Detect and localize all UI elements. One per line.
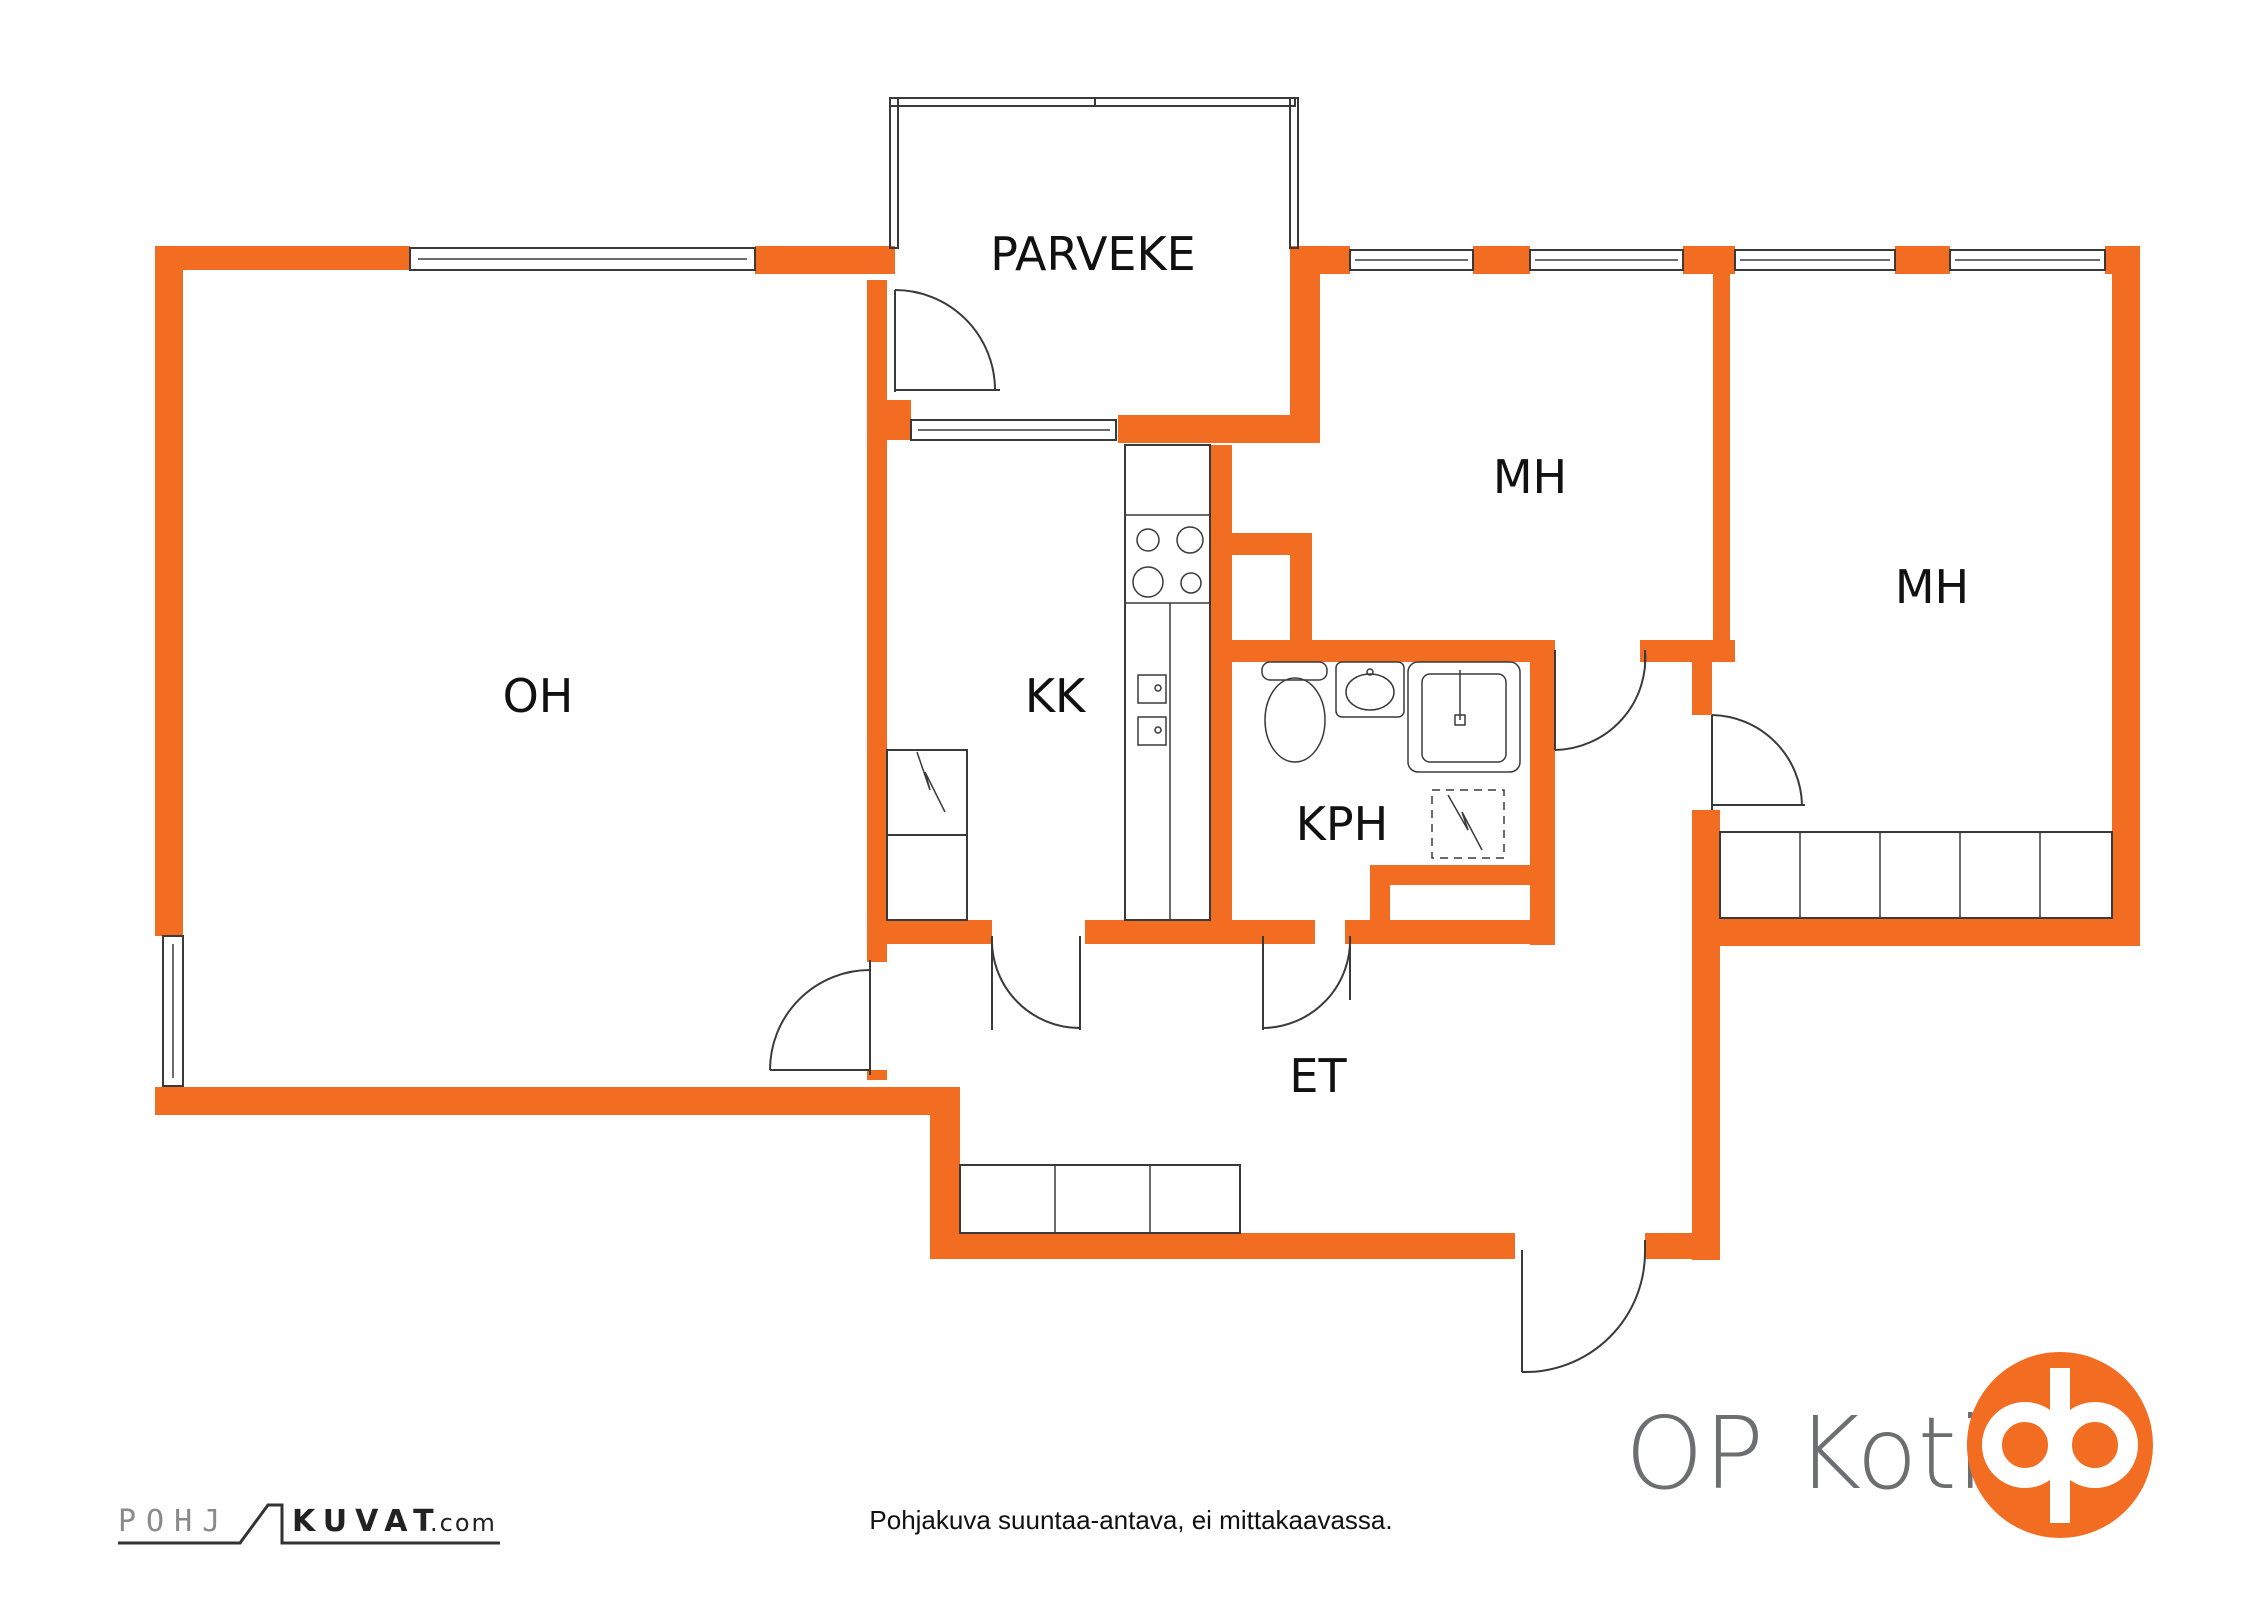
pohjakuvat-part2: KUVAT: [292, 1504, 442, 1539]
fridge-icon: [886, 749, 968, 921]
pohjakuvat-house-icon: [118, 1503, 500, 1545]
disclaimer-text: Pohjakuva suuntaa-antava, ei mittakaavas…: [869, 1505, 1393, 1535]
stove-icon: [1132, 526, 1204, 598]
bathroom-fixtures: [1261, 661, 1521, 859]
room-label-mh-2: MH: [1895, 560, 1969, 614]
room-label-kk: KK: [1025, 669, 1087, 723]
pohjakuvat-part3: .com: [430, 1509, 497, 1537]
walls: [155, 246, 2140, 1260]
doors: [769, 289, 1805, 1374]
kitchen-fixtures: [886, 444, 1211, 921]
room-label-kph: KPH: [1296, 797, 1389, 851]
brand-name: OP Koti: [1625, 1395, 1985, 1512]
windows: [162, 247, 2106, 1087]
shower-icon: [1407, 661, 1521, 773]
washing-machine-icon: [1431, 789, 1505, 859]
room-label-oh: OH: [503, 669, 574, 723]
pohjakuvat-part1: POHJ: [118, 1504, 230, 1539]
room-label-mh-1: MH: [1493, 450, 1567, 504]
balcony: [889, 97, 1299, 249]
room-label-et: ET: [1289, 1049, 1347, 1103]
closets: [959, 831, 2113, 1234]
room-label-parveke: PARVEKE: [990, 227, 1195, 281]
op-logo-icon: [1967, 1352, 2153, 1538]
washbasin-icon: [1335, 661, 1405, 718]
kitchen-sink-icon: [1137, 674, 1167, 746]
toilet-icon: [1261, 661, 1328, 763]
pohjakuvat-logo: POHJ KUVAT .com: [118, 1503, 500, 1545]
